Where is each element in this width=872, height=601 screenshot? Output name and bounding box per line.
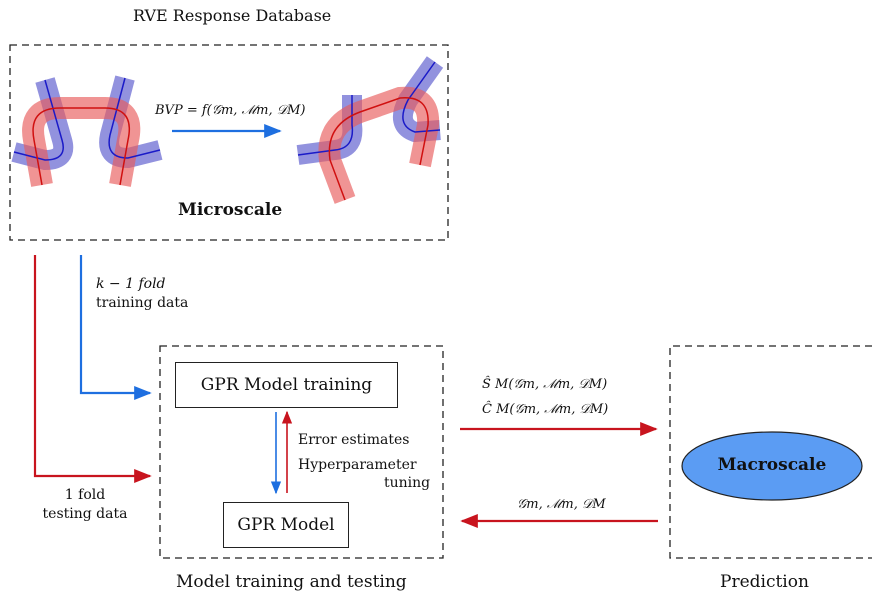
testing-data-arrow [33, 255, 152, 484]
training-label-line1: k − 1 fold [96, 276, 166, 292]
gpr-training-box: GPR Model training [175, 362, 398, 408]
training-label-line2: training data [96, 295, 189, 311]
prediction-frame [669, 345, 872, 559]
tangent-output-label: Ĉ M(𝒢m, ℳm, 𝒟M) [482, 402, 609, 417]
testing-label-line2: testing data [42, 506, 128, 522]
microscale-frame [9, 44, 449, 241]
hyperparameter-label: Hyperparameter [298, 457, 417, 473]
microscale-label: Microscale [178, 200, 283, 220]
rve-undeformed-illustration [11, 75, 163, 187]
tuning-label: tuning [384, 475, 431, 491]
macroscale-ellipse [681, 431, 863, 501]
inputs-label: 𝒢m, ℳm, 𝒟M [517, 497, 606, 512]
testing-label-line1: 1 fold [64, 487, 106, 503]
rve-deformed-illustration [296, 56, 444, 204]
model-frame [159, 345, 444, 559]
model-caption: Model training and testing [176, 572, 407, 592]
training-data-arrow [79, 255, 152, 401]
stress-output-label: Ŝ M(𝒢m, ℳm, 𝒟M) [482, 377, 608, 392]
header-title: RVE Response Database [133, 6, 332, 25]
bvp-label: BVP = f(𝒢m, ℳm, 𝒟M) [155, 103, 306, 118]
error-estimates-label: Error estimates [298, 432, 410, 448]
prediction-caption: Prediction [720, 572, 809, 592]
gpr-model-box: GPR Model [223, 502, 349, 548]
macroscale-label: Macroscale [717, 455, 827, 475]
